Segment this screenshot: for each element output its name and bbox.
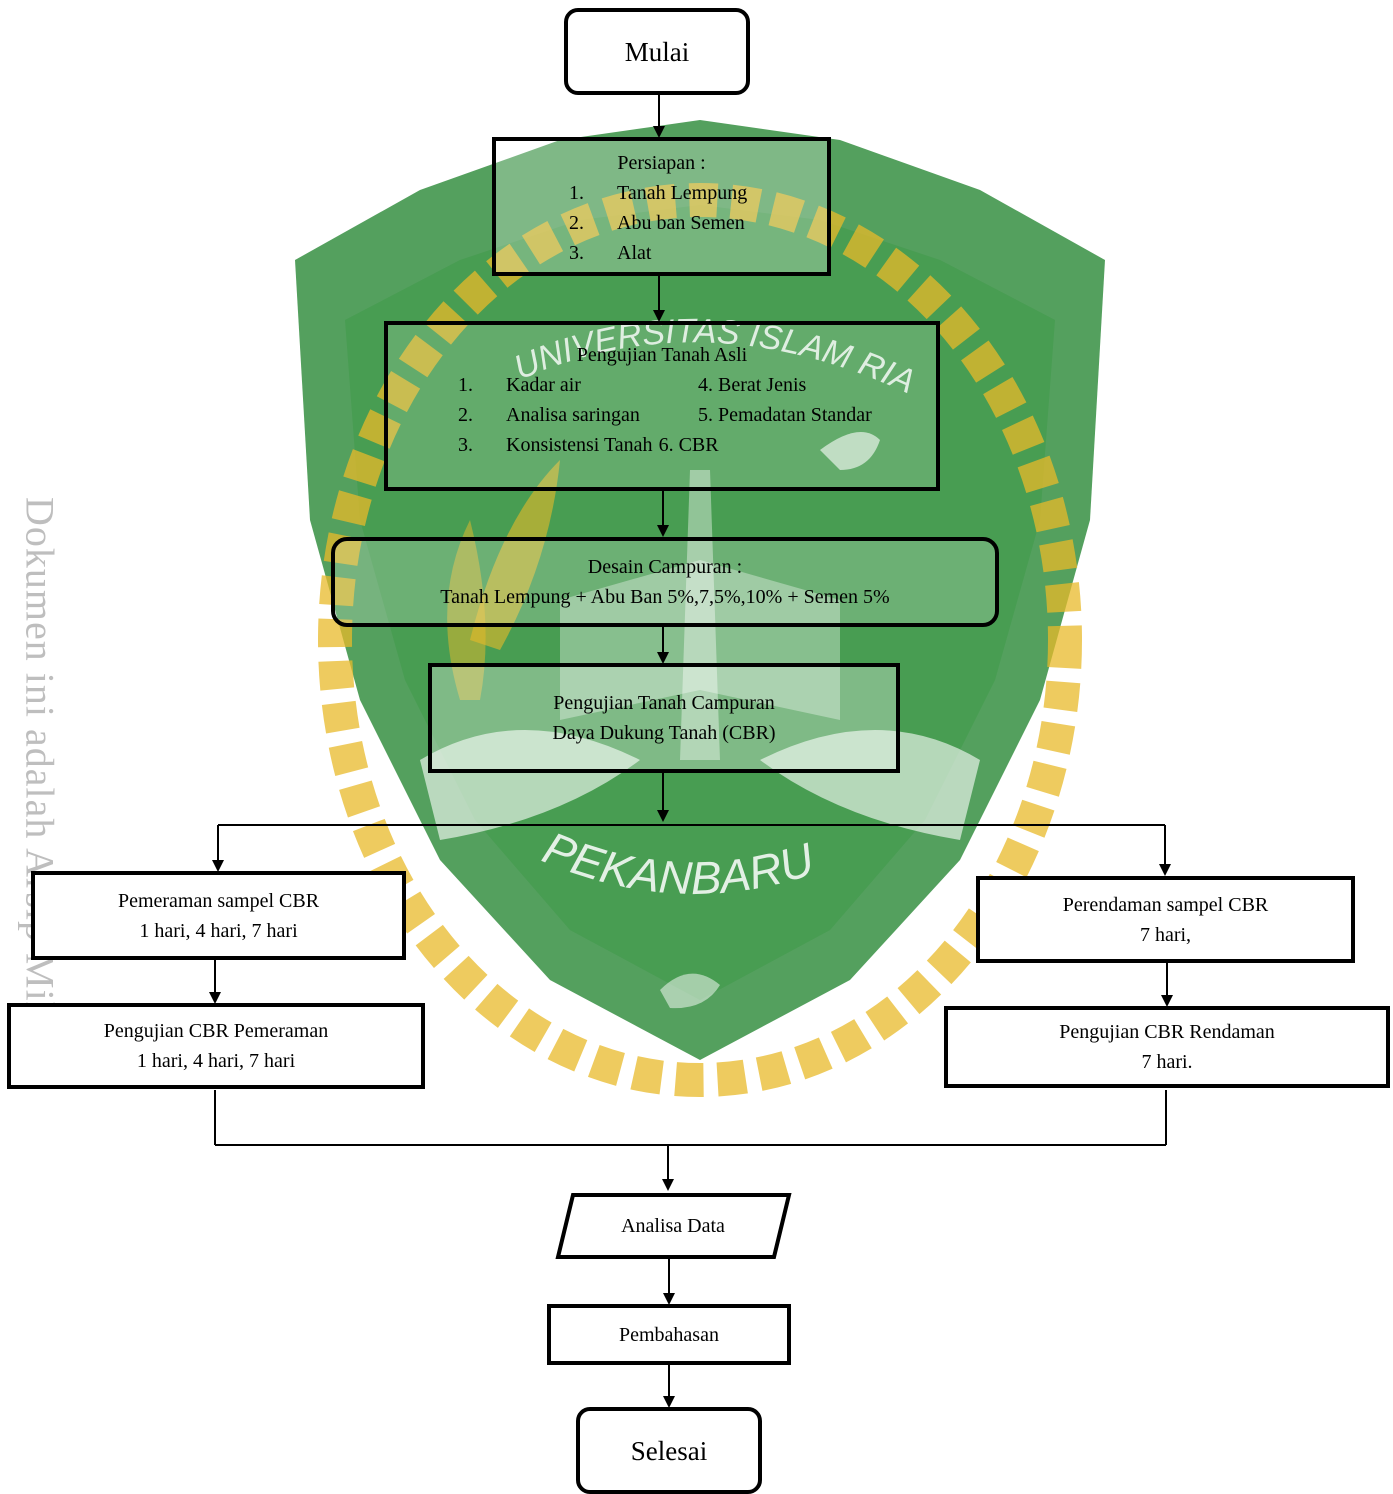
island-shape (820, 432, 880, 470)
uji-pemeraman-box: Pengujian CBR Pemeraman 1 hari, 4 hari, … (7, 1003, 425, 1089)
pembahasan-label: Pembahasan (619, 1323, 719, 1346)
perendaman-box: Perendaman sampel CBR 7 hari, (976, 876, 1355, 963)
analisa-data-box: Analisa Data (565, 1195, 781, 1257)
perendaman-line1: Perendaman sampel CBR (1062, 893, 1269, 916)
leaf-shape-2 (447, 520, 486, 700)
tanah-asli-row: 1. Kadar air 4. Berat Jenis (458, 374, 807, 396)
uji-rendaman-line1: Pengujian CBR Rendaman (1059, 1021, 1275, 1043)
tanah-campuran-box: Pengujian Tanah Campuran Daya Dukung Tan… (428, 663, 900, 773)
rope-ring (318, 183, 1082, 1097)
tanah-asli-box: Pengujian Tanah Asli 1. Kadar air 4. Ber… (384, 321, 940, 491)
uji-rendaman-line2: 7 hari. (1141, 1051, 1193, 1073)
pemeraman-line1: Pemeraman sampel CBR (117, 889, 320, 912)
analisa-label: Analisa Data (621, 1214, 725, 1237)
start-terminal: Mulai (564, 8, 750, 95)
pemeraman-line2: 1 hari, 4 hari, 7 hari (139, 919, 298, 942)
desain-title: Desain Campuran : (587, 556, 743, 578)
persiapan-item: 2. Abu ban Semen (569, 211, 745, 234)
uji-pemeraman-line1: Pengujian CBR Pemeraman (103, 1020, 329, 1042)
pembahasan-box: Pembahasan (547, 1304, 791, 1365)
monument-shape (680, 470, 720, 760)
leaf-shape (470, 460, 560, 650)
tanah-asli-row: 2. Analisa saringan 5. Pemadatan Standar (458, 404, 872, 426)
pemeraman-box: Pemeraman sampel CBR 1 hari, 4 hari, 7 h… (31, 871, 406, 960)
persiapan-title: Persiapan : (617, 151, 706, 174)
uji-rendaman-box: Pengujian CBR Rendaman 7 hari. (944, 1006, 1390, 1088)
tanah-asli-row: 3. Konsistensi Tanah 6. CBR (458, 434, 719, 456)
perendaman-line2: 7 hari, (1139, 923, 1192, 946)
end-label: Selesai (630, 1435, 708, 1466)
start-label: Mulai (624, 36, 690, 67)
white-wing-right (760, 730, 980, 840)
book-shape (560, 560, 840, 720)
campuran-line1: Pengujian Tanah Campuran (553, 692, 775, 714)
analisa-parallelogram-shape (555, 1193, 792, 1259)
persiapan-box: Persiapan : 1. Tanah Lempung 2. Abu ban … (492, 137, 831, 276)
campuran-line2: Daya Dukung Tanah (CBR) (552, 722, 776, 744)
persiapan-item: 1. Tanah Lempung (569, 181, 748, 204)
persiapan-item: 3. Alat (569, 241, 652, 264)
desain-detail: Tanah Lempung + Abu Ban 5%,7,5%,10% + Se… (440, 586, 890, 608)
white-wing-left (420, 730, 640, 840)
end-terminal: Selesai (576, 1407, 762, 1494)
tanah-asli-title: Pengujian Tanah Asli (576, 344, 748, 366)
island-shape-2 (660, 973, 720, 1009)
desain-campuran-box: Desain Campuran : Tanah Lempung + Abu Ba… (331, 537, 999, 627)
uji-pemeraman-line2: 1 hari, 4 hari, 7 hari (136, 1050, 296, 1072)
